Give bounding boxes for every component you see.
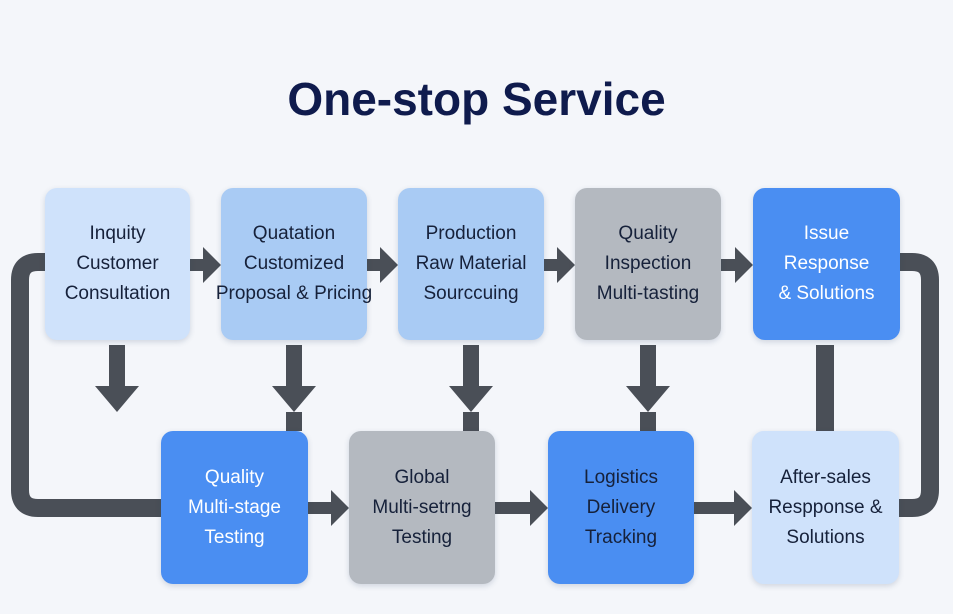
top-step-4-line-1: Quality	[618, 223, 678, 244]
stem-18	[463, 412, 479, 431]
arrow-shaft-3	[367, 259, 380, 271]
arrow-shaft-23	[495, 502, 530, 514]
arrow-head-12	[272, 386, 316, 412]
top-step-1-line-1: Inquity	[89, 223, 146, 244]
arrow-head-14	[449, 386, 493, 412]
arrow-head-8	[735, 247, 753, 283]
bottom-step-4-line-2: Respponse &	[768, 496, 883, 518]
top-step-4-line-3: Multi-tasting	[596, 283, 700, 304]
bottom-step-4-line-1: After-sales	[780, 466, 871, 488]
bottom-step-2-line-1: Global	[394, 466, 450, 488]
stem-20	[816, 345, 834, 431]
top-step-1-line-2: Customer	[76, 253, 159, 274]
arrow-head-2	[203, 247, 221, 283]
arrow-head-16	[626, 386, 670, 412]
top-step-5-line-3: & Solutions	[778, 283, 875, 304]
top-step-4-line-2: Inspection	[604, 253, 692, 274]
arrow-head-22	[331, 490, 349, 526]
top-step-2-line-2: Customized	[243, 253, 345, 274]
top-step-3-line-1: Production	[425, 223, 517, 244]
top-step-2-line-3: Proposal & Pricing	[215, 283, 373, 304]
arrow-shaft-7	[721, 259, 735, 271]
arrow-head-10	[95, 386, 139, 412]
bottom-step-4-line-3: Solutions	[786, 526, 865, 548]
arrow-shaft-11	[286, 345, 302, 386]
bottom-step-3-line-3: Tracking	[584, 526, 658, 548]
top-step-5-line-2: Response	[783, 253, 870, 274]
bottom-step-3-line-2: Delivery	[586, 496, 656, 518]
top-step-3-line-3: Sourccuing	[423, 283, 519, 304]
arrow-head-6	[557, 247, 575, 283]
arrow-shaft-13	[463, 345, 479, 386]
stem-17	[286, 412, 302, 431]
arrow-shaft-9	[109, 345, 125, 386]
bottom-step-1-line-3: Testing	[204, 526, 265, 548]
arrow-head-4	[380, 247, 398, 283]
loop-right-28	[899, 253, 939, 517]
top-step-3-line-2: Raw Material	[415, 253, 527, 274]
loop-left-27	[11, 253, 161, 517]
top-step-5-line-1: Issue	[803, 223, 850, 244]
stem-19	[640, 412, 656, 431]
arrow-shaft-25	[694, 502, 734, 514]
arrow-shaft-5	[544, 259, 557, 271]
bottom-step-3-line-1: Logistics	[584, 466, 658, 488]
arrow-shaft-21	[308, 502, 331, 514]
bottom-step-2-line-3: Testing	[391, 526, 453, 548]
bottom-step-2-line-2: Multi-setrng	[372, 496, 472, 518]
page-title: One-stop Service	[287, 73, 666, 125]
bottom-step-1-line-1: Quality	[204, 466, 265, 488]
top-step-1-line-3: Consultation	[64, 283, 171, 304]
arrow-head-24	[530, 490, 548, 526]
arrow-shaft-15	[640, 345, 656, 386]
bottom-step-1-line-2: Multi-stage	[188, 496, 281, 518]
top-step-2-line-1: Quatation	[252, 223, 336, 244]
arrow-head-26	[734, 490, 752, 526]
arrow-shaft-1	[190, 259, 203, 271]
